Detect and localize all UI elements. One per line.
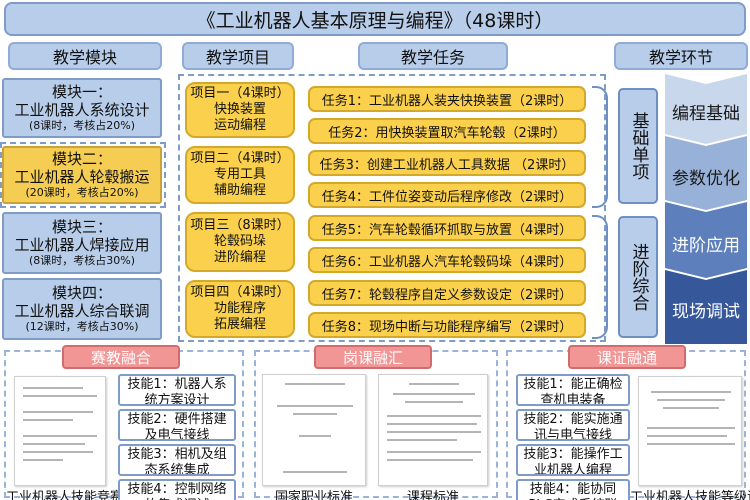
- module-3: 模块三： 工业机器人焊接应用 (8课时，考核占30%): [2, 212, 162, 274]
- header-module: 教学模块: [8, 42, 162, 70]
- module-4: 模块四： 工业机器人综合联调 (12课时，考核占30%): [2, 278, 162, 340]
- project-line: 辅助编程: [213, 183, 266, 199]
- project-line: 拓展编程: [213, 317, 266, 333]
- caption-course-standard: 课程标准: [406, 490, 459, 500]
- task-4: 任务4：工件位姿变动后程序修改（2课时）: [308, 182, 586, 208]
- caption-competition: 工业机器人技能竞赛: [6, 490, 124, 500]
- project-2: 项目二（4课时） 专用工具 辅助编程: [185, 146, 295, 204]
- project-line: 专用工具: [213, 166, 266, 182]
- project-task-frame: [178, 74, 606, 342]
- header-project: 教学项目: [182, 42, 294, 70]
- project-line: 项目四（4课时）: [190, 284, 290, 300]
- stage-advanced: 进阶综合: [618, 216, 658, 338]
- skill-left-1: 技能1：机器人系统方案设计: [118, 374, 236, 406]
- module-name: 工业机器人焊接应用: [14, 236, 150, 255]
- stage-advanced-label: 进阶综合: [628, 243, 649, 311]
- step-3-label: 进阶应用: [672, 236, 740, 257]
- chevron-step-1: [665, 74, 747, 144]
- task-1: 任务1：工业机器人装夹快换装置（2课时）: [308, 86, 586, 112]
- module-title: 模块四：: [51, 284, 112, 303]
- skill-left-2: 技能2：硬件搭建及电气接线: [118, 409, 236, 441]
- document-national-standard: [262, 374, 366, 486]
- diagram-title: 《工业机器人基本原理与编程》（48课时）: [4, 2, 746, 36]
- module-name: 工业机器人系统设计: [14, 101, 150, 120]
- document-course-standard: [378, 374, 488, 486]
- tab-competition: 赛教融合: [62, 345, 180, 369]
- module-sub: (8课时，考核占30%): [28, 254, 136, 268]
- bracket-advanced: [592, 215, 608, 339]
- step-4-label: 现场调试: [672, 302, 740, 323]
- module-title: 模块二：: [51, 150, 112, 169]
- project-line: 进阶编程: [213, 250, 266, 266]
- project-line: 项目一（4课时）: [190, 85, 290, 101]
- header-task: 教学任务: [358, 42, 508, 70]
- module-name: 工业机器人综合联调: [14, 302, 150, 321]
- skill-left-4: 技能4：控制网络的集成调试: [118, 479, 236, 500]
- chevron-step-2: [665, 136, 747, 210]
- chevron-step-4: [665, 270, 747, 344]
- project-line: 快换装置: [213, 101, 266, 117]
- module-1: 模块一： 工业机器人系统设计 (8课时，考核占20%): [2, 78, 162, 138]
- stage-basic-label: 基础单项: [628, 112, 649, 180]
- task-7: 任务7：轮毂程序自定义参数设定（2课时）: [308, 280, 586, 306]
- tab-certificate: 课证融通: [568, 345, 686, 369]
- chevron-arrows: [665, 74, 747, 344]
- bracket-basic: [592, 86, 608, 208]
- module-name: 工业机器人轮毂搬运: [14, 168, 150, 187]
- stage-basic: 基础单项: [618, 88, 658, 204]
- skill-right-4: 技能4：能协同PLC完成系统联调: [516, 479, 630, 500]
- document-certificate: [638, 376, 742, 486]
- task-3: 任务3：创建工业机器人工具数据 （2课时）: [308, 150, 586, 176]
- project-line: 项目三（8课时）: [190, 217, 290, 233]
- skill-left-3: 技能3：相机及组态系统集成: [118, 444, 236, 476]
- module-sub: (20课时，考核占20%): [25, 186, 139, 200]
- task-6: 任务6：工业机器人汽车轮毂码垛（4课时）: [308, 247, 586, 273]
- caption-national-standard: 国家职业标准: [274, 490, 353, 500]
- task-8: 任务8：现场中断与功能程序编写（2课时）: [308, 312, 586, 338]
- module-title: 模块一：: [51, 83, 112, 102]
- project-3: 项目三（8课时） 轮毂码垛 进阶编程: [185, 212, 295, 272]
- skill-right-2: 技能2：能实施通讯与电气接线: [516, 409, 630, 441]
- module-2: 模块二： 工业机器人轮毂搬运 (20课时，考核占20%): [2, 146, 162, 204]
- step-1-label: 编程基础: [672, 104, 740, 125]
- project-1: 项目一（4课时） 快换装置 运动编程: [185, 82, 295, 138]
- project-line: 轮毂码垛: [213, 233, 266, 249]
- project-line: 功能程序: [213, 300, 266, 316]
- module-2-highlight-frame: [0, 142, 166, 208]
- document-competition: [14, 376, 106, 486]
- module-title: 模块三：: [51, 218, 112, 237]
- project-line: 项目二（4课时）: [190, 150, 290, 166]
- module-sub: (12课时，考核占30%): [25, 320, 139, 334]
- step-2-label: 参数优化: [672, 169, 740, 190]
- chevron-step-3: [665, 202, 747, 278]
- tab-job: 岗课融汇: [314, 345, 432, 369]
- module-sub: (8课时，考核占20%): [28, 119, 136, 133]
- task-2: 任务2：用快换装置取汽车轮毂（2课时）: [308, 118, 586, 144]
- task-5: 任务5：汽车轮毂循环抓取与放置（4课时）: [308, 215, 586, 241]
- caption-certificate: 工业机器人技能等级证书: [630, 490, 750, 500]
- skill-right-3: 技能3：能操作工业机器人编程: [516, 444, 630, 476]
- skill-right-1: 技能1：能正确检查机电装备: [516, 374, 630, 406]
- header-stage: 教学环节: [614, 42, 748, 70]
- project-4: 项目四（4课时） 功能程序 拓展编程: [185, 280, 295, 338]
- project-line: 运动编程: [213, 118, 266, 134]
